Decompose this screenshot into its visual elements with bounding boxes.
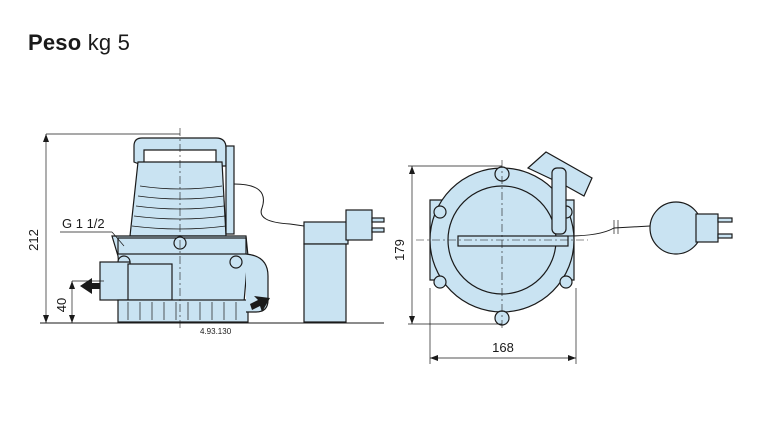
dim-40-label: 40 bbox=[54, 298, 69, 312]
outlet-arrow bbox=[80, 278, 100, 294]
top-plug-pin bbox=[717, 233, 733, 239]
thread-leader bbox=[111, 231, 125, 247]
dim-arrow bbox=[430, 355, 438, 361]
top-lug bbox=[433, 275, 447, 289]
grille-slots bbox=[127, 302, 237, 320]
cable-end bbox=[289, 223, 305, 227]
plug-pin bbox=[371, 217, 385, 223]
plug-body bbox=[303, 243, 347, 323]
plug-pin bbox=[371, 227, 385, 233]
float-stem bbox=[551, 167, 567, 235]
dim-212-label: 212 bbox=[26, 229, 41, 251]
dim-168-label: 168 bbox=[492, 340, 514, 355]
top-plug-pin bbox=[717, 217, 733, 223]
dim-arrow bbox=[69, 315, 75, 323]
weight-value: kg 5 bbox=[81, 30, 131, 55]
intake-grille bbox=[117, 299, 249, 323]
flange-bolt bbox=[229, 255, 243, 269]
drawing-code: 4.93.130 bbox=[200, 327, 232, 336]
top-view: 179 168 bbox=[392, 151, 733, 364]
plug-socket bbox=[345, 209, 373, 241]
dim-arrow bbox=[409, 166, 415, 174]
dim-arrow bbox=[43, 134, 49, 142]
dim-arrow bbox=[69, 281, 75, 289]
top-lug bbox=[433, 205, 447, 219]
dim-arrow bbox=[43, 315, 49, 323]
side-view: 212 40 G 1 1/2 4.93.130 bbox=[26, 128, 385, 336]
outlet-chamber bbox=[127, 263, 173, 301]
inlet-arrow bbox=[250, 296, 270, 312]
dim-arrow bbox=[568, 355, 576, 361]
top-plug-body bbox=[649, 201, 703, 255]
dim-arrow bbox=[409, 316, 415, 324]
thread-label: G 1 1/2 bbox=[62, 216, 105, 231]
cable-side bbox=[233, 183, 291, 225]
dim-179-label: 179 bbox=[392, 239, 407, 261]
float-rod bbox=[225, 145, 235, 235]
top-handle-bar bbox=[457, 235, 569, 247]
plug-head bbox=[303, 221, 349, 245]
outlet-pipe bbox=[99, 261, 131, 301]
weight-label: Peso bbox=[28, 30, 82, 55]
weight-heading: Peso kg 5 bbox=[28, 30, 130, 56]
top-plug-neck bbox=[695, 213, 719, 243]
top-lug bbox=[559, 275, 573, 289]
cable-top bbox=[567, 225, 651, 237]
